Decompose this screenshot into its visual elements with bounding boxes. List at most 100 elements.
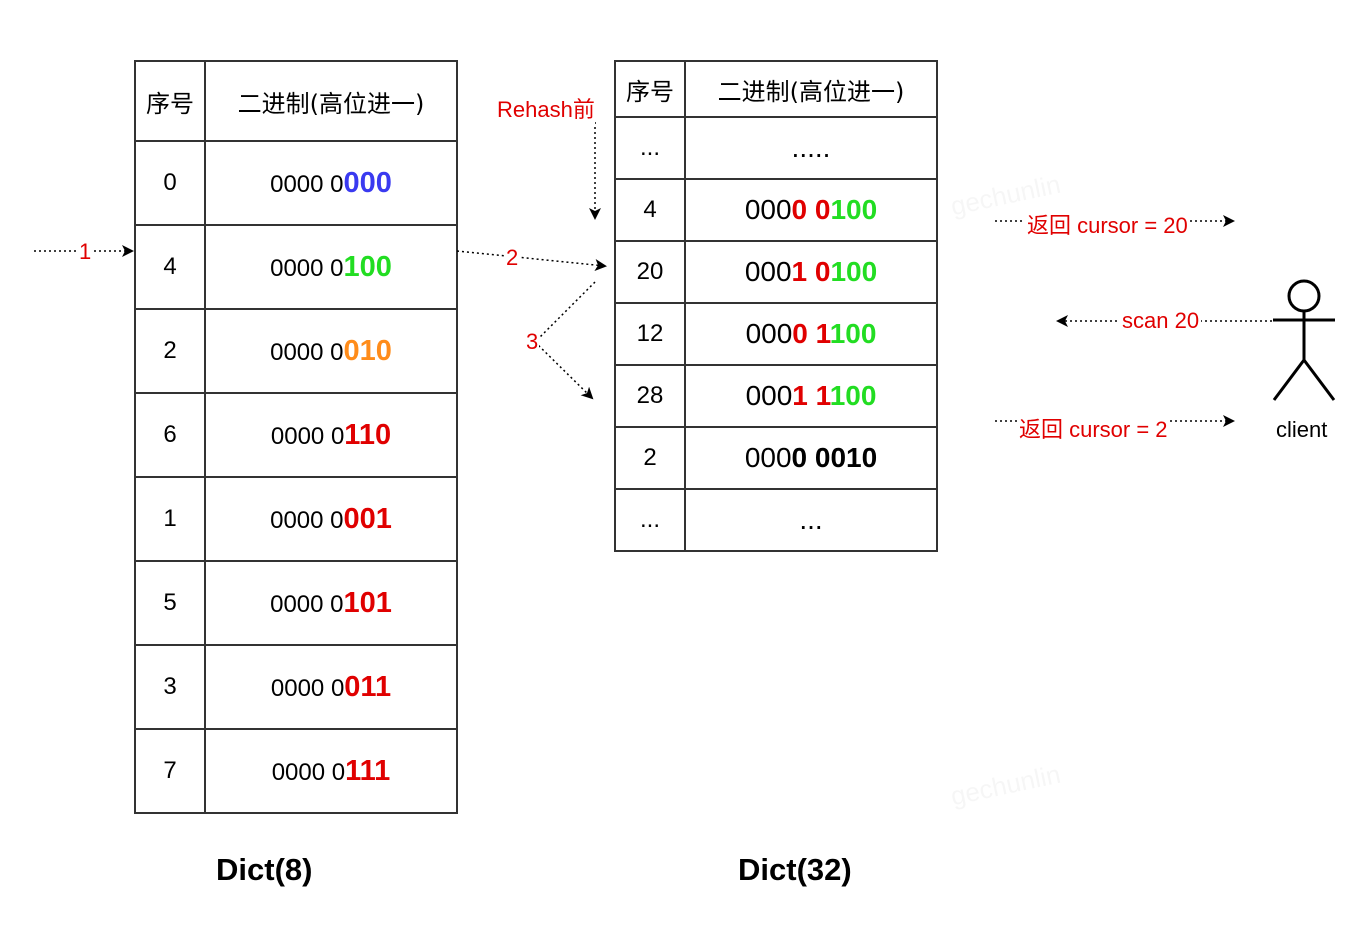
- binary-segment: 000: [744, 256, 792, 287]
- binary-segment: 100: [829, 318, 877, 349]
- scan-20-label: scan 20: [1120, 308, 1202, 334]
- dict32-header-row: 序号 二进制(高位进一): [614, 60, 938, 118]
- row-index: ...: [614, 116, 686, 180]
- row-binary: 0001 0100: [684, 240, 938, 304]
- step3-line: [534, 281, 596, 343]
- row-index: 3: [134, 644, 206, 730]
- row-index: 28: [614, 364, 686, 428]
- dict8-caption: Dict(8): [216, 852, 313, 887]
- binary-segment: .....: [791, 132, 831, 163]
- row-binary: 0000 0110: [204, 392, 458, 478]
- binary-segment: ...: [799, 504, 823, 535]
- binary-prefix: 0000 0: [270, 422, 345, 450]
- row-binary: 0000 0011: [204, 644, 458, 730]
- binary-segment: 0 1: [792, 318, 830, 349]
- row-index: 4: [614, 178, 686, 242]
- row-index: ...: [614, 488, 686, 552]
- row-index: 4: [134, 224, 206, 310]
- row-binary: 0000 0001: [204, 476, 458, 562]
- row-binary: 0000 0111: [204, 728, 458, 814]
- binary-segment: 1 0: [791, 256, 831, 287]
- binary-prefix: 0000 0: [270, 170, 344, 198]
- binary-prefix: 0000 0: [270, 590, 344, 618]
- binary-segment: 000: [744, 194, 792, 225]
- binary-highlight: 010: [343, 334, 392, 367]
- binary-prefix: 0000 0: [270, 338, 344, 366]
- row-index: 0: [134, 140, 206, 226]
- dict32-caption: Dict(32): [738, 852, 852, 887]
- row-binary: .....: [684, 116, 938, 180]
- step3-label: 3: [525, 329, 540, 355]
- dict32-row: ........: [614, 116, 938, 180]
- row-binary: ...: [684, 488, 938, 552]
- row-binary: 0000 1100: [684, 302, 938, 366]
- binary-prefix: 0000 0: [270, 506, 344, 534]
- binary-segment: 0 0010: [791, 442, 878, 473]
- binary-highlight: 100: [343, 250, 392, 283]
- row-binary: 0000 0000: [204, 140, 458, 226]
- binary-highlight: 101: [343, 586, 392, 619]
- binary-prefix: 0000 0: [271, 758, 346, 786]
- row-binary: 0000 0010: [204, 308, 458, 394]
- binary-prefix: 0000 0: [270, 674, 345, 702]
- binary-highlight: 011: [344, 670, 392, 703]
- step3-arrow: [534, 341, 594, 400]
- client-label: client: [1276, 417, 1328, 442]
- binary-header: 二进制(高位进一): [684, 60, 938, 118]
- binary-segment: 000: [744, 442, 792, 473]
- rehash-label: Rehash前: [497, 92, 595, 124]
- step2-arrow: [456, 250, 607, 271]
- row-index: 1: [134, 476, 206, 562]
- dict32-row: ......: [614, 488, 938, 552]
- binary-highlight: 111: [345, 754, 391, 787]
- index-header: 序号: [134, 60, 206, 142]
- row-binary: 0001 1100: [684, 364, 938, 428]
- binary-segment: 100: [830, 256, 878, 287]
- return-cursor-20-label: 返回 cursor = 20: [1025, 208, 1190, 240]
- binary-segment: 100: [830, 194, 878, 225]
- row-index: 6: [134, 392, 206, 478]
- row-index: 12: [614, 302, 686, 366]
- binary-segment: 100: [829, 380, 877, 411]
- step1-label: 1: [78, 239, 93, 265]
- binary-header: 二进制(高位进一): [204, 60, 458, 142]
- binary-segment: 1 1: [792, 380, 830, 411]
- row-index: 5: [134, 560, 206, 646]
- client-stick-figure-icon: [1272, 279, 1336, 401]
- binary-segment: 000: [745, 318, 793, 349]
- row-binary: 0000 0100: [204, 224, 458, 310]
- binary-prefix: 0000 0: [270, 254, 344, 282]
- row-index: 2: [614, 426, 686, 490]
- step2-label: 2: [505, 245, 520, 271]
- binary-segment: 0 0: [791, 194, 831, 225]
- row-index: 2: [134, 308, 206, 394]
- index-header: 序号: [614, 60, 686, 118]
- binary-highlight: 110: [344, 418, 392, 451]
- return-cursor-2-label: 返回 cursor = 2: [1017, 412, 1170, 444]
- binary-highlight: 001: [343, 502, 392, 535]
- row-binary: 0000 0100: [684, 178, 938, 242]
- row-index: 7: [134, 728, 206, 814]
- dict8-header-row: 序号 二进制(高位进一): [134, 60, 458, 142]
- binary-highlight: 000: [343, 166, 392, 199]
- row-index: 20: [614, 240, 686, 304]
- row-binary: 0000 0010: [684, 426, 938, 490]
- binary-segment: 000: [745, 380, 793, 411]
- row-binary: 0000 0101: [204, 560, 458, 646]
